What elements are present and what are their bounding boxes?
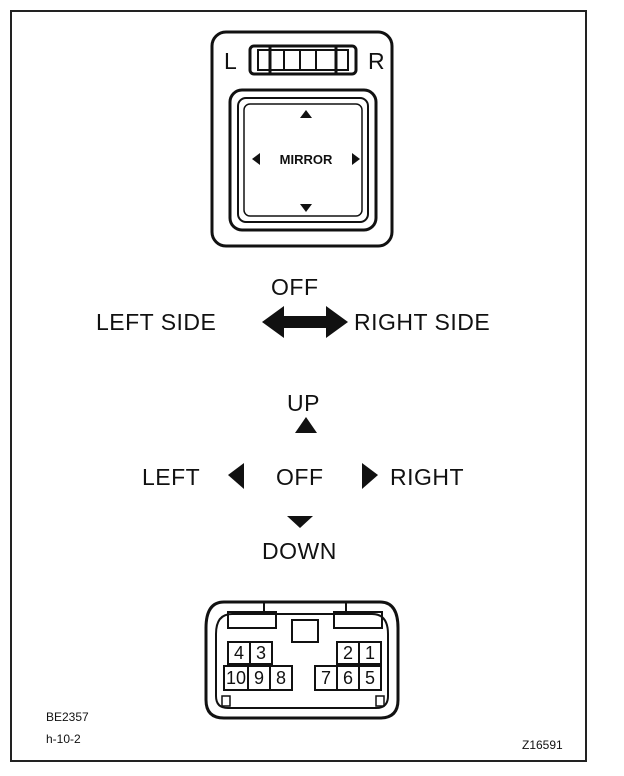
pad-left-arrow xyxy=(252,153,260,165)
mirror-knob-label: MIRROR xyxy=(279,152,333,167)
lr-selector-knob xyxy=(268,44,338,76)
pin-label: 10 xyxy=(225,668,247,688)
down-label: DOWN xyxy=(262,538,337,564)
left-label: LEFT xyxy=(142,464,201,490)
mirror-switch xyxy=(210,30,394,248)
right-label: RIGHT xyxy=(390,464,465,490)
selector-left-label: L xyxy=(224,48,238,74)
right-arrow xyxy=(362,463,378,489)
pin-label: 1 xyxy=(364,643,375,663)
mirror-adjust-pad xyxy=(228,88,378,232)
pin-label: 2 xyxy=(342,643,353,663)
left-right-double-arrow xyxy=(262,306,348,338)
direction-off-label: OFF xyxy=(276,464,324,490)
pad-up-arrow xyxy=(300,110,312,118)
pin-label: 7 xyxy=(320,668,331,688)
diagram-frame xyxy=(10,10,587,762)
figure-id-caption: Z16591 xyxy=(522,738,563,752)
connector xyxy=(204,600,400,720)
pin-label: 3 xyxy=(255,643,266,663)
pad-right-arrow xyxy=(352,153,360,165)
up-label: UP xyxy=(287,390,320,416)
pin-label: 9 xyxy=(253,668,264,688)
code-caption: BE2357 xyxy=(46,710,89,724)
pin-label: 6 xyxy=(342,668,353,688)
pin-label: 4 xyxy=(233,643,244,663)
left-side-label: LEFT SIDE xyxy=(96,309,217,335)
pad-down-arrow xyxy=(300,204,312,212)
pin-label: 5 xyxy=(364,668,375,688)
down-arrow xyxy=(287,516,313,528)
sub-code-caption: h-10-2 xyxy=(46,732,81,746)
connector-key xyxy=(291,619,319,643)
up-arrow xyxy=(295,417,317,433)
pin-label: 8 xyxy=(275,668,286,688)
left-arrow xyxy=(228,463,244,489)
selector-right-label: R xyxy=(368,48,386,74)
selector-off-label: OFF xyxy=(271,274,319,300)
right-side-label: RIGHT SIDE xyxy=(354,309,491,335)
